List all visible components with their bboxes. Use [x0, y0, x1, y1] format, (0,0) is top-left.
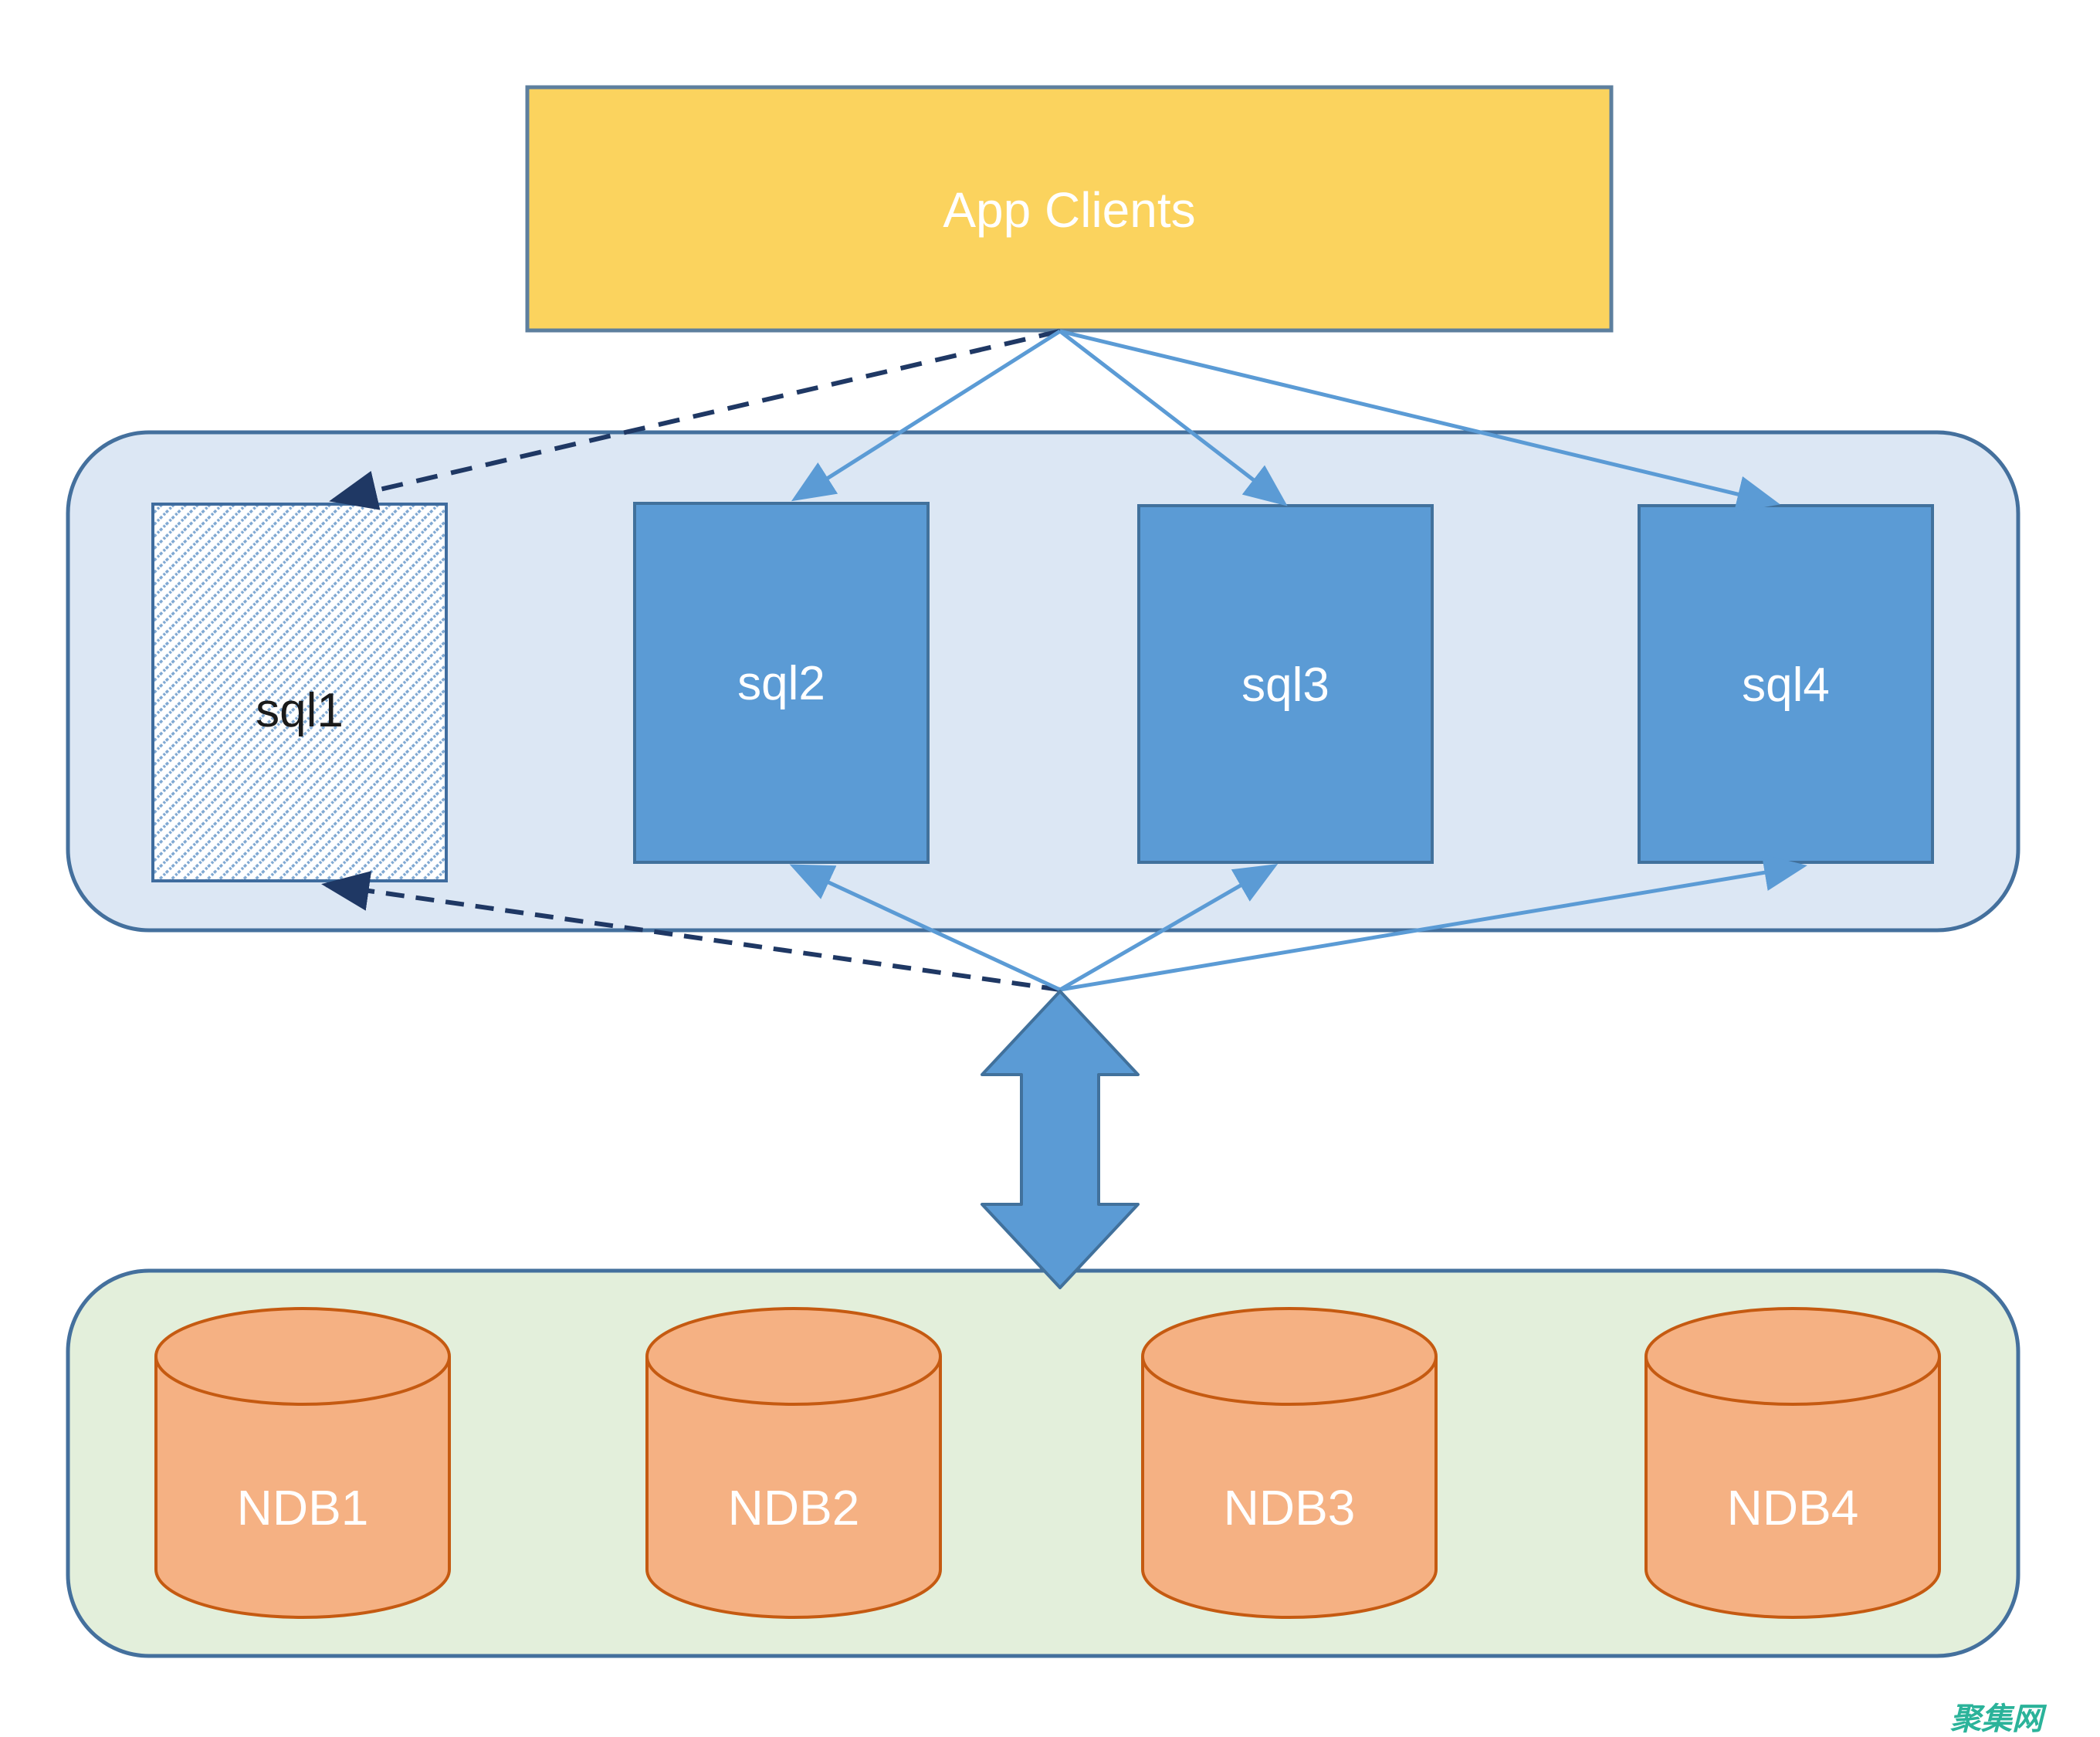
ndb-to-sql4-arrow — [1059, 854, 1807, 992]
client-to-sql1-dashed-arrow — [329, 329, 1061, 510]
sql4-label: sql4 — [1742, 659, 1830, 712]
ndb3-cylinder — [1141, 1307, 1438, 1619]
ndb4-label: NDB4 — [1727, 1480, 1859, 1536]
ndb1-label: NDB1 — [237, 1480, 369, 1536]
ndb4-cylinder — [1644, 1307, 1941, 1619]
ndb-to-sql3-arrow — [1058, 863, 1279, 992]
site-watermark: 聚集网 — [1950, 1702, 2048, 1736]
app-clients-box — [525, 85, 1614, 333]
sql-ndb-double-arrow — [981, 990, 1140, 1289]
ndb3-label: NDB3 — [1224, 1480, 1356, 1536]
ndb1-cylinder — [154, 1307, 451, 1619]
sql-tier-container — [66, 430, 2020, 933]
app-clients-label: App Clients — [943, 182, 1195, 238]
sql3-node — [1137, 504, 1434, 864]
sql2-label: sql2 — [737, 657, 825, 710]
client-to-sql2-arrow — [791, 329, 1062, 502]
sql2-node — [633, 502, 930, 864]
ndb2-cylinder — [645, 1307, 942, 1619]
sql1-label: sql1 — [256, 684, 344, 737]
ndb-to-sql1-dashed-arrow — [321, 871, 1061, 992]
ndb-to-sql2-arrow — [789, 864, 1062, 992]
client-to-sql3-arrow — [1058, 330, 1288, 506]
client-to-sql4-arrow — [1059, 329, 1780, 513]
sql3-label: sql3 — [1241, 659, 1329, 712]
sql1-node-hatched — [151, 503, 448, 882]
ndb2-label: NDB2 — [728, 1480, 860, 1536]
